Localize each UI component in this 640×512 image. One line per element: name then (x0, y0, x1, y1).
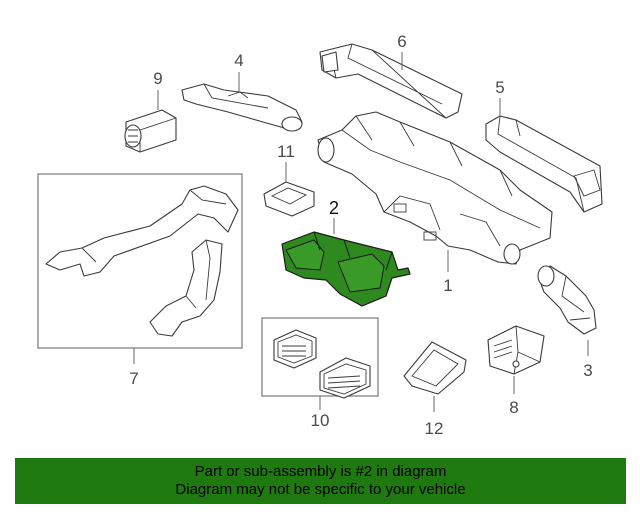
label-9: 9 (153, 69, 162, 88)
part-10-vents[interactable] (273, 329, 371, 399)
label-12: 12 (425, 419, 444, 438)
label-8: 8 (509, 398, 518, 417)
label-3: 3 (583, 361, 592, 380)
part-1-main-duct[interactable] (317, 111, 553, 265)
part-4-duct[interactable] (181, 83, 303, 132)
part-2-duct-highlighted[interactable] (281, 231, 411, 307)
label-4: 4 (234, 51, 243, 70)
parts-diagram: 6 5 4 9 11 1 (37, 32, 603, 438)
banner-line-2: Diagram may not be specific to your vehi… (175, 481, 466, 498)
part-3-duct[interactable] (537, 265, 597, 335)
label-1: 1 (443, 276, 452, 295)
label-10: 10 (311, 411, 330, 430)
label-6: 6 (397, 32, 406, 51)
part-9-vent[interactable] (124, 109, 177, 153)
label-7: 7 (129, 369, 138, 388)
part-6-duct[interactable] (319, 43, 463, 119)
part-8-vent[interactable] (487, 325, 545, 375)
part-5-duct[interactable] (485, 115, 603, 213)
banner-line-1: Part or sub-assembly is #2 in diagram (194, 463, 447, 480)
part-12-panel[interactable] (403, 341, 467, 395)
part-7-group-box (37, 173, 243, 349)
part-11-bezel[interactable] (263, 181, 315, 217)
label-5: 5 (495, 78, 504, 97)
part-7-ducts[interactable] (45, 185, 239, 337)
label-11: 11 (277, 142, 295, 161)
label-2: 2 (329, 198, 339, 218)
info-banner: Part or sub-assembly is #2 in diagram Di… (15, 458, 626, 504)
